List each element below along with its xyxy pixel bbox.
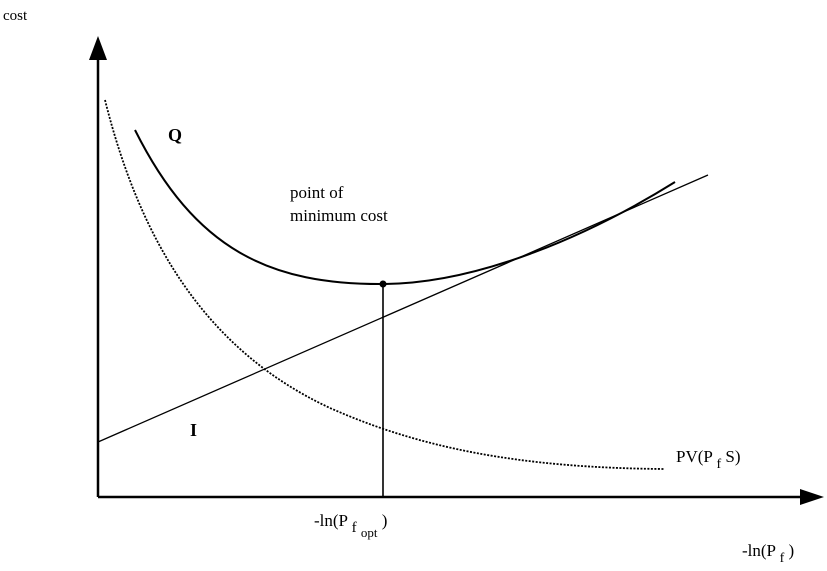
curve-pv-sub: f	[716, 457, 721, 472]
curve-pv-main: PV(P	[676, 447, 712, 466]
opt-label-sub: f	[352, 520, 357, 536]
curve-pv-end: S)	[725, 447, 740, 466]
optimum-x-label: -ln(P f opt )	[314, 511, 387, 541]
opt-label-main: -ln(P	[314, 511, 348, 530]
curve-q-label: Q	[168, 125, 182, 145]
x-axis-label: -ln(P f )	[742, 541, 794, 566]
minimum-point-marker	[379, 280, 387, 288]
annotation-line1: point of	[290, 183, 344, 202]
curve-i-label: I	[190, 420, 197, 440]
opt-label-end: )	[382, 511, 388, 530]
x-axis-arrow	[800, 489, 824, 505]
pv-curve	[104, 99, 666, 470]
i-line	[97, 174, 709, 443]
y-axis-arrow	[89, 36, 107, 60]
curve-pv-label: PV(P f S)	[676, 447, 741, 472]
q-curve	[134, 129, 676, 286]
annotation-line2: minimum cost	[290, 206, 388, 225]
x-axis-label-main: -ln(P	[742, 541, 776, 560]
x-axis-label-end: )	[789, 541, 795, 560]
opt-label-subsub: opt	[361, 525, 378, 540]
y-axis-label: cost	[3, 8, 28, 24]
x-axis-label-sub: f	[780, 551, 785, 566]
